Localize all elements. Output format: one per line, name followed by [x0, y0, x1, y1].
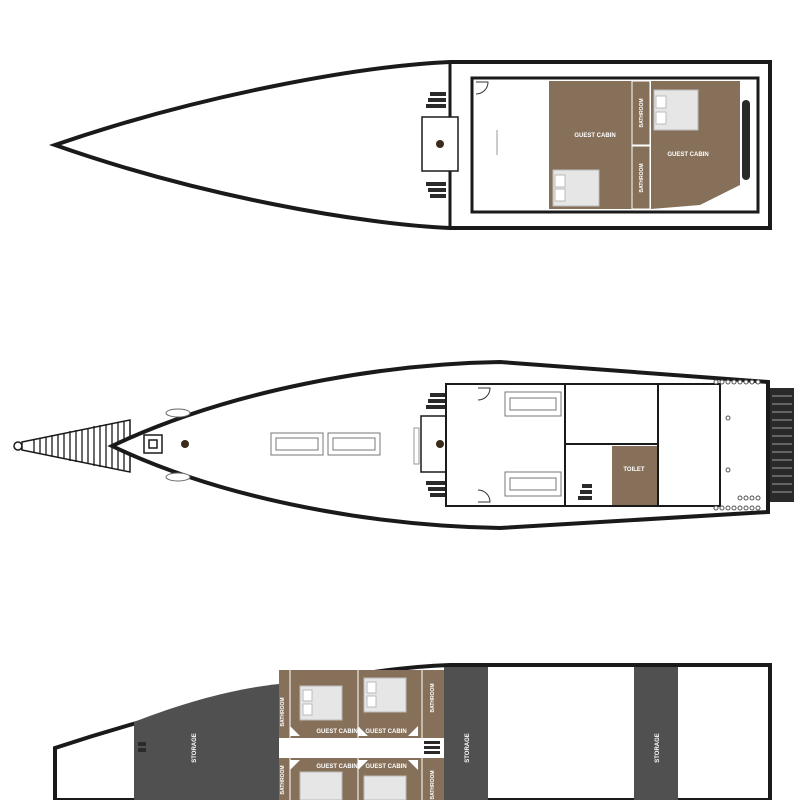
bed-icon: [653, 89, 699, 131]
mast-icon: [436, 440, 444, 448]
storage-aft: [634, 667, 678, 800]
guest-cabin-label: GUEST CABIN: [365, 764, 406, 770]
bathroom-label: BATHROOM: [280, 765, 286, 794]
deck-chair-icon: [270, 432, 381, 456]
guest-cabin-label: GUEST CABIN: [574, 133, 615, 139]
stern-bench: [742, 100, 750, 180]
mast-icon: [181, 440, 189, 448]
storage-forward: [134, 684, 279, 800]
lower-corridor: [279, 738, 444, 758]
guest-cabin-label: GUEST CABIN: [316, 764, 357, 770]
storage-label: STORAGE: [465, 733, 471, 763]
door-swing-icon: [290, 726, 418, 770]
storage-label: STORAGE: [192, 733, 198, 763]
guest-cabin-label: GUEST CABIN: [316, 729, 357, 735]
upper-deck: GUEST CABIN BATHROOM BATHROOM GUEST CABI…: [48, 60, 772, 230]
bathroom-label: BATHROOM: [280, 697, 286, 726]
deck-chair-icon: [504, 391, 562, 497]
guest-cabin-label: GUEST CABIN: [667, 152, 708, 158]
door-swing-icon: [477, 489, 491, 503]
bed-icon: [552, 169, 600, 207]
stairs-icon: [578, 484, 592, 500]
hatch: [143, 434, 163, 454]
porthole-icon: [713, 379, 761, 511]
deck-chair-icon: [165, 472, 191, 482]
swim-platform: [770, 388, 794, 502]
stairs-icon: [424, 741, 440, 754]
toilet-label: TOILET: [623, 467, 645, 473]
bathroom-upper-1: [631, 80, 651, 146]
storage-mid: [444, 667, 488, 800]
storage-label: STORAGE: [655, 733, 661, 763]
toilet-room: [612, 446, 657, 505]
stairs-icon: [426, 92, 446, 198]
bathroom-label: BATHROOM: [639, 98, 645, 127]
bathroom-label: BATHROOM: [639, 163, 645, 192]
deck-chair-icon: [165, 408, 191, 418]
mast-icon: [436, 140, 444, 148]
lower-deck: STORAGE BATHROOM BATHROOM BATHROOM BATHR…: [53, 663, 772, 800]
guest-cabin-label: GUEST CABIN: [365, 729, 406, 735]
door-swing-icon: [477, 387, 491, 401]
bathroom-upper-2: [631, 145, 651, 210]
bathroom-label: BATHROOM: [430, 770, 436, 799]
bathroom-label: BATHROOM: [430, 683, 436, 712]
door-swing-icon: [475, 81, 489, 95]
main-deck: TOILET: [13, 359, 794, 531]
